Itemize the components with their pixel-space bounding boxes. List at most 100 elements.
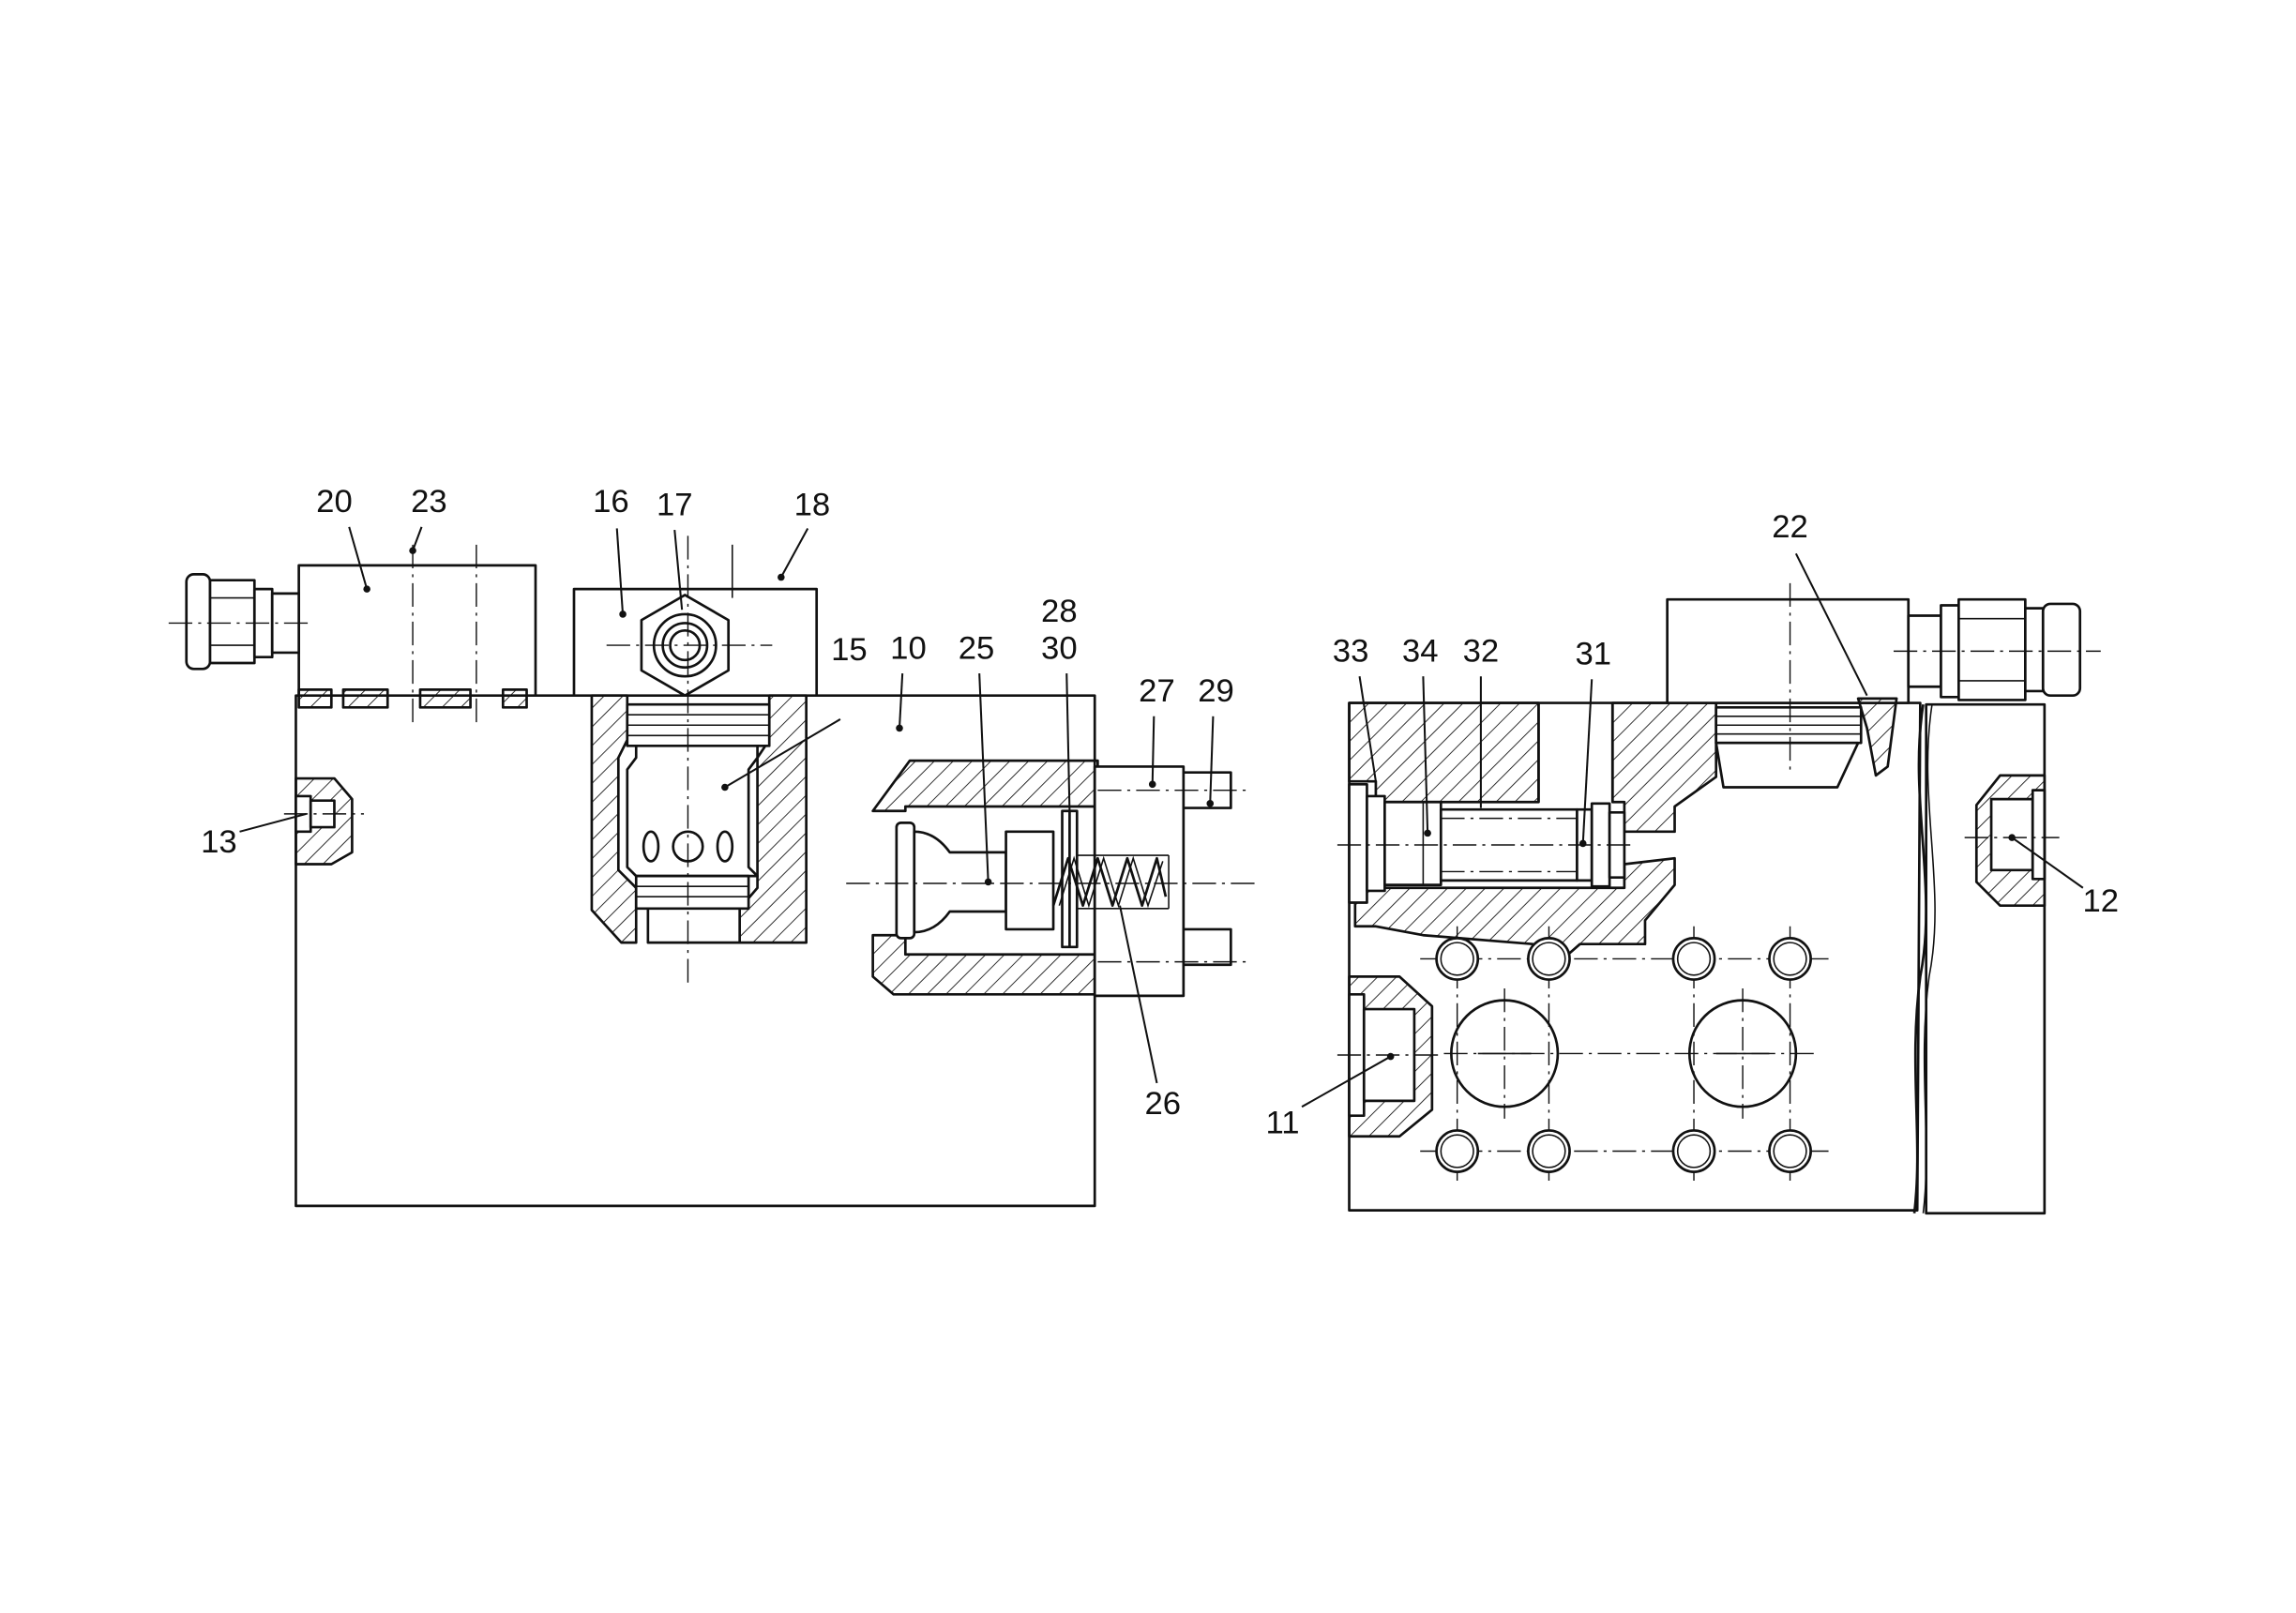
callout-17: 17 xyxy=(657,487,693,522)
bolt-hole xyxy=(1768,1129,1812,1173)
leader-31-dot xyxy=(1578,839,1587,848)
leader-26 xyxy=(1119,905,1158,1084)
bolt-hole-inner xyxy=(1773,942,1807,976)
leader-20-dot xyxy=(363,585,370,593)
seal-strip-hatch-b xyxy=(341,688,389,709)
bolt-hole-inner xyxy=(1676,942,1712,976)
seal-strip-hatch-c xyxy=(418,688,472,709)
main-port-b xyxy=(1687,999,1798,1108)
check-valve-25 xyxy=(846,759,1261,998)
leader-20 xyxy=(348,526,369,590)
leader-13 xyxy=(239,812,307,833)
leader-17 xyxy=(673,529,684,611)
connector-body xyxy=(208,579,256,665)
leader-25-dot xyxy=(984,878,992,886)
fitting-29-lower xyxy=(1182,927,1232,967)
leader-29 xyxy=(1209,716,1215,804)
bolt-hole xyxy=(1435,1129,1480,1173)
connector-right-end-cap xyxy=(2041,602,2082,698)
bolt-hole xyxy=(1527,937,1571,981)
callout-26: 26 xyxy=(1144,1086,1181,1122)
leader-27 xyxy=(1151,716,1156,785)
callout-10: 10 xyxy=(890,630,927,666)
leader-16 xyxy=(615,528,625,615)
bore-assembly xyxy=(1337,701,1718,967)
callout-25: 25 xyxy=(959,630,995,666)
bolt-hole xyxy=(1435,937,1480,981)
bolt-hole-inner xyxy=(1532,942,1566,976)
bolt-hole xyxy=(1671,1129,1716,1173)
callout-16: 16 xyxy=(593,484,629,520)
bolt-hole-inner xyxy=(1440,1134,1474,1168)
break-line-left xyxy=(1912,703,1927,1214)
cartridge-15 xyxy=(590,694,808,944)
leader-10-dot xyxy=(896,724,903,732)
bore-upper-left-hatch xyxy=(1348,701,1540,804)
callout-20: 20 xyxy=(316,484,353,520)
bore-lower-hatch xyxy=(1353,856,1676,967)
cartridge-bottom-section xyxy=(634,874,750,911)
spool-25-land xyxy=(1004,830,1055,931)
callout-31: 31 xyxy=(1575,637,1611,672)
callout-11: 11 xyxy=(1266,1106,1300,1141)
leader-27-dot xyxy=(1148,780,1156,789)
leader-33 xyxy=(1358,676,1377,782)
electrical-connector-left xyxy=(168,573,314,671)
leader-11-dot xyxy=(1386,1052,1395,1061)
solenoid-22-housing xyxy=(1666,597,1911,704)
leader-18-dot xyxy=(778,573,785,581)
bolt-hole xyxy=(1768,937,1812,981)
leader-31 xyxy=(1581,679,1594,844)
leader-22 xyxy=(1794,552,1868,697)
leader-18 xyxy=(779,527,809,579)
leader-30 xyxy=(1065,673,1071,811)
port-11 xyxy=(1337,975,1444,1138)
solenoid-20-housing xyxy=(297,564,537,698)
bolt-hole-inner xyxy=(1773,1134,1807,1168)
spring-26-shadow xyxy=(1058,855,1164,909)
leader-34 xyxy=(1422,676,1429,834)
port-13 xyxy=(283,776,365,866)
seal-strip-hatch-d xyxy=(501,688,528,709)
main-port-a xyxy=(1450,999,1560,1108)
seal-strip-hatch-a xyxy=(297,688,333,709)
leader-16-dot xyxy=(619,611,627,618)
leader-lines xyxy=(239,526,2084,1108)
leader-25 xyxy=(978,672,989,882)
solenoid-22 xyxy=(1666,582,2101,789)
cartridge-tip xyxy=(646,907,742,944)
bolt-hole-inner xyxy=(1532,1134,1566,1168)
callout-18: 18 xyxy=(794,487,831,522)
callout-22: 22 xyxy=(1772,509,1808,545)
callout-32: 32 xyxy=(1463,633,1500,669)
leader-23-dot xyxy=(409,547,416,554)
bolt-hole xyxy=(1527,1129,1571,1173)
callout-labels: 20 23 16 17 18 15 10 25 28 30 27 29 13 2… xyxy=(201,484,2119,1140)
bolt-hole xyxy=(1671,937,1716,981)
connector-right-body xyxy=(1957,597,2027,701)
electrical-connector-right xyxy=(1893,597,2101,701)
leader-34-dot xyxy=(1424,829,1431,837)
mounting-pattern xyxy=(1420,926,1829,1184)
cartridge-body xyxy=(626,744,759,878)
bolt-hole-inner xyxy=(1440,942,1474,976)
leader-12 xyxy=(2011,837,2084,889)
cover-block-16 xyxy=(572,544,819,698)
cartridge-port-left xyxy=(642,830,660,863)
collar-34 xyxy=(1383,800,1443,886)
leader-15 xyxy=(724,718,841,789)
leader-29-dot xyxy=(1206,800,1215,807)
port-12-plug-head xyxy=(2031,789,2047,881)
callout-13: 13 xyxy=(201,824,237,860)
plug-tapered-body xyxy=(1714,741,1860,789)
leader-11 xyxy=(1301,1055,1392,1108)
break-line-right xyxy=(1922,704,1936,1214)
callout-34: 34 xyxy=(1402,633,1439,669)
bolt-hole-inner xyxy=(1676,1134,1712,1168)
seal-22-hatch xyxy=(1856,697,1898,777)
left-view xyxy=(168,535,1261,1208)
callout-23: 23 xyxy=(411,484,447,520)
solenoid-20 xyxy=(168,544,537,726)
cartridge-port-right xyxy=(716,830,734,863)
